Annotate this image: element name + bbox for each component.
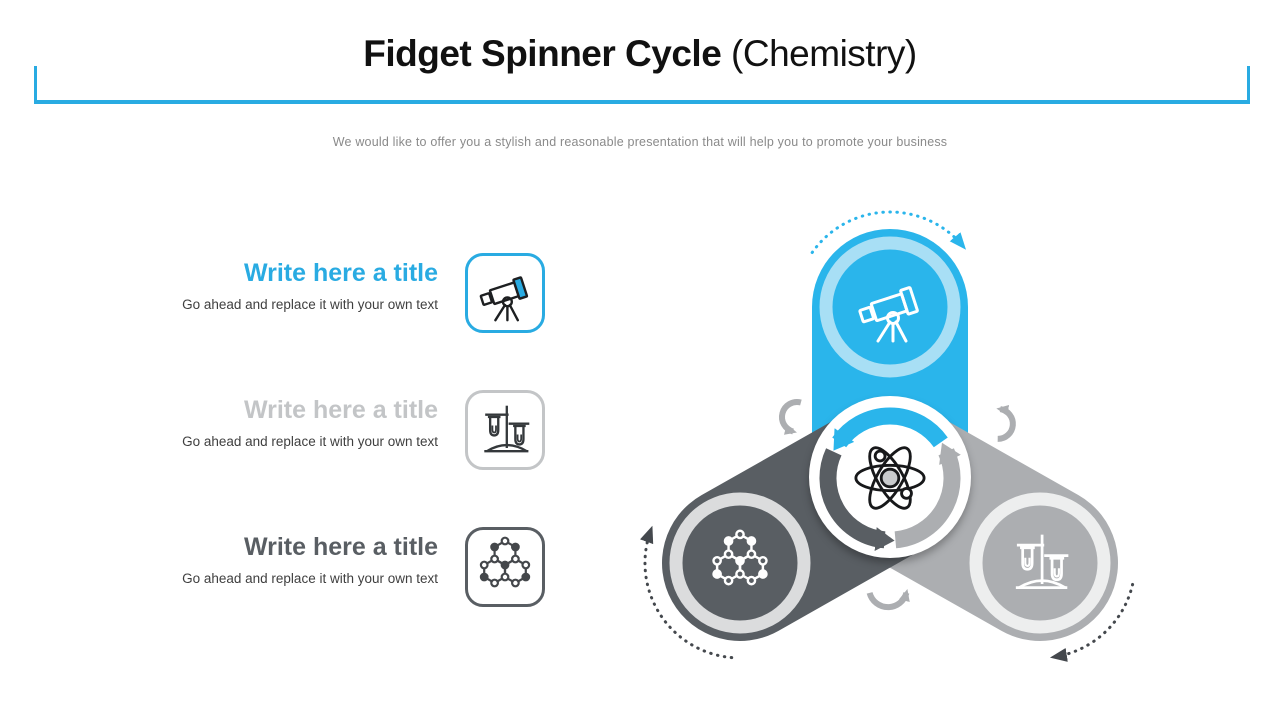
page-title: Fidget Spinner Cycle (Chemistry) <box>0 33 1280 75</box>
test-tubes-icon <box>483 404 531 453</box>
item-description: Go ahead and replace it with your own te… <box>182 296 438 312</box>
small-arrow-bottom <box>866 589 910 611</box>
item-icon-box <box>465 527 545 607</box>
title-underline-bracket <box>34 66 1250 104</box>
item-text-block: Write here a title Go ahead and replace … <box>100 527 465 586</box>
rotation-arc-gray <box>894 442 961 549</box>
lobe-ring-right <box>969 492 1111 634</box>
lobe-ring-top <box>819 236 961 378</box>
rotation-arc-blue <box>832 407 948 451</box>
small-arrow-right <box>996 404 1016 442</box>
rotation-arc-dark <box>819 448 895 551</box>
item-title: Write here a title <box>243 396 438 424</box>
subtitle: We would like to offer you a stylish and… <box>332 135 948 149</box>
item-description: Go ahead and replace it with your own te… <box>182 433 438 449</box>
telescope-icon <box>477 276 529 322</box>
lobe-ring-left <box>669 492 811 634</box>
item-text-block: Write here a title Go ahead and replace … <box>100 253 465 312</box>
small-arrow-left <box>779 399 802 435</box>
page-title-main: Fidget Spinner Cycle <box>363 33 722 74</box>
item-icon-box <box>465 253 545 333</box>
list-item: Write here a title Go ahead and replace … <box>100 527 545 607</box>
page-title-suffix: (Chemistry) <box>721 33 917 74</box>
item-text-block: Write here a title Go ahead and replace … <box>100 390 465 449</box>
fidget-spinner-diagram <box>640 210 1135 662</box>
list-item: Write here a title Go ahead and replace … <box>100 253 545 333</box>
item-title: Write here a title <box>243 259 438 287</box>
item-description: Go ahead and replace it with your own te… <box>182 570 438 586</box>
item-title: Write here a title <box>243 533 438 561</box>
item-icon-box <box>465 390 545 470</box>
list-item: Write here a title Go ahead and replace … <box>100 390 545 470</box>
molecule-icon <box>479 536 531 588</box>
dotted-arc-right <box>1049 582 1135 662</box>
